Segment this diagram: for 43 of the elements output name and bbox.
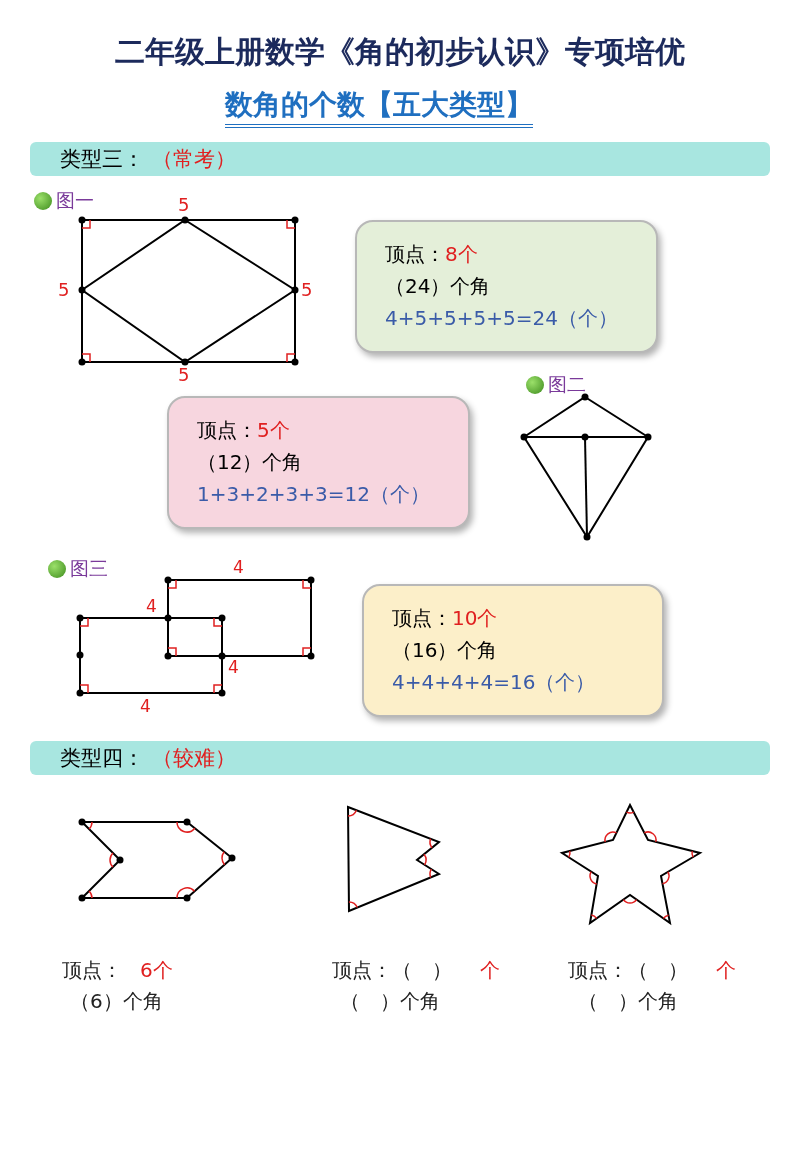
answer-text: （16）个角 [392, 637, 498, 664]
count-label: 4 [146, 596, 157, 616]
question-text: 顶点： [197, 418, 257, 442]
question-text: 顶点：（ ） [568, 957, 688, 984]
difficulty-note: （较难） [152, 746, 236, 770]
count-label: 4 [233, 557, 244, 577]
answer-blank-text: （ ）个角 [340, 988, 440, 1015]
calculation-text: 4+4+4+4=16（个） [392, 669, 596, 696]
unit-text: 个 [716, 957, 736, 984]
answer-text: （24）个角 [385, 273, 491, 300]
section-heading: 类型四： [60, 746, 144, 770]
count-label: 5 [178, 364, 190, 385]
count-label: 5 [58, 279, 70, 300]
answer-text: 6个 [140, 957, 173, 984]
answer-text: 10个 [452, 606, 498, 630]
answer-card [355, 220, 658, 353]
count-label: 4 [140, 696, 151, 716]
calculation-text: 1+3+2+3+3=12（个） [197, 481, 430, 508]
figure-label: 图一 [56, 188, 94, 213]
section-heading: 类型三： [60, 147, 144, 171]
figure-label: 图三 [70, 556, 108, 581]
count-label: 5 [301, 279, 313, 300]
title: 二年级上册数学《角的初步认识》专项培优 [114, 33, 686, 71]
answer-text: 5个 [257, 418, 290, 442]
answer-blank-text: （ ）个角 [578, 988, 678, 1015]
unit-text: 个 [480, 957, 500, 984]
count-label: 5 [178, 194, 190, 215]
calculation-text: 4+5+5+5+5=24（个） [385, 305, 618, 332]
subtitle: 数角的个数【五大类型】 [225, 86, 533, 128]
figure-label: 图二 [548, 372, 586, 397]
count-label: 4 [228, 657, 239, 677]
section-band [30, 741, 770, 775]
question-text: 顶点： [385, 242, 445, 266]
difficulty-note: （常考） [152, 147, 236, 171]
answer-text: （6）个角 [70, 988, 163, 1015]
question-text: 顶点：（ ） [332, 957, 452, 984]
answer-card [167, 396, 470, 529]
answer-text: （12）个角 [197, 449, 303, 476]
section-band [30, 142, 770, 176]
answer-text: 8个 [445, 242, 478, 266]
question-text: 顶点： [392, 606, 452, 630]
answer-card [362, 584, 664, 717]
question-text: 顶点： [62, 957, 122, 984]
